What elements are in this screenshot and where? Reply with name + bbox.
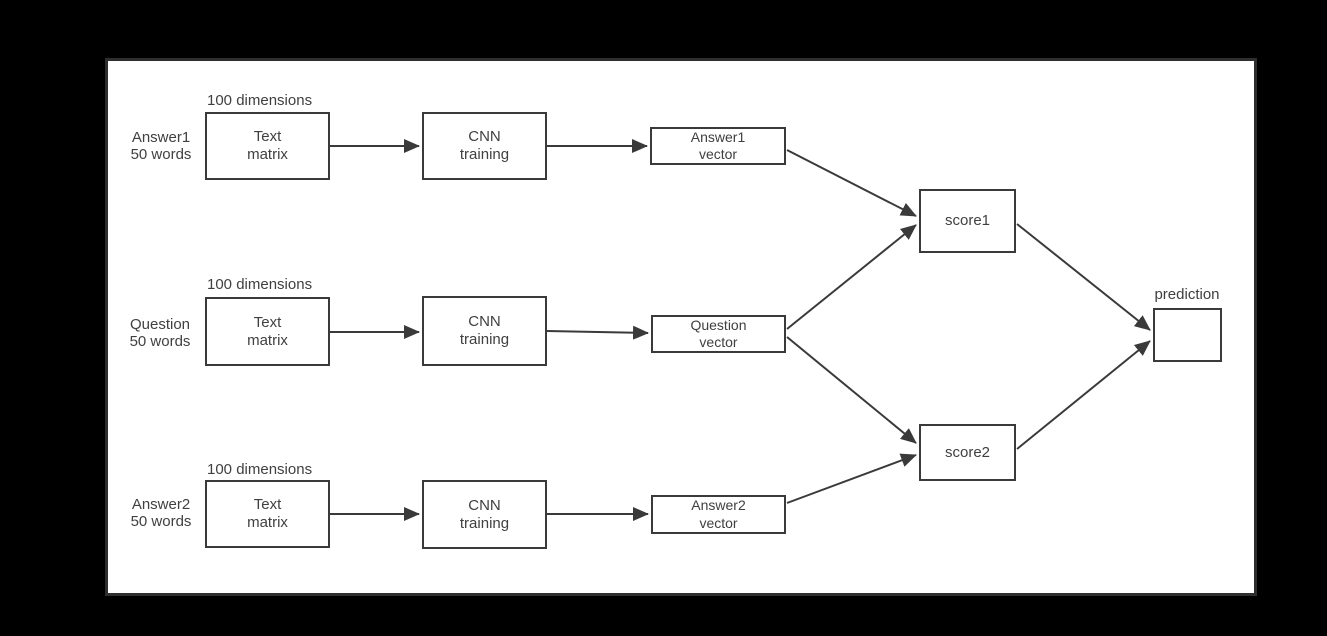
- input-label-answer2: Answer2 50 words: [130, 496, 192, 531]
- cnn-training-box-answer2: CNN training: [422, 480, 547, 549]
- vector-box-question: Question vector: [651, 315, 786, 353]
- dimensions-label-answer2: 100 dimensions: [207, 461, 313, 478]
- input-label-question: Question 50 words: [129, 316, 191, 351]
- cnn-training-box-answer1: CNN training: [422, 112, 547, 180]
- score2-box: score2: [919, 424, 1016, 481]
- prediction-box: [1153, 308, 1222, 362]
- vector-box-answer2: Answer2 vector: [651, 495, 786, 534]
- vector-box-answer1: Answer1 vector: [650, 127, 786, 165]
- text-matrix-box-answer1: Text matrix: [205, 112, 330, 180]
- score1-box: score1: [919, 189, 1016, 253]
- dimensions-label-question: 100 dimensions: [207, 276, 313, 293]
- prediction-label: prediction: [1154, 286, 1220, 303]
- text-matrix-box-answer2: Text matrix: [205, 480, 330, 548]
- input-label-answer1: Answer1 50 words: [130, 129, 192, 164]
- text-matrix-box-question: Text matrix: [205, 297, 330, 366]
- cnn-training-box-question: CNN training: [422, 296, 547, 366]
- dimensions-label-answer1: 100 dimensions: [207, 92, 313, 109]
